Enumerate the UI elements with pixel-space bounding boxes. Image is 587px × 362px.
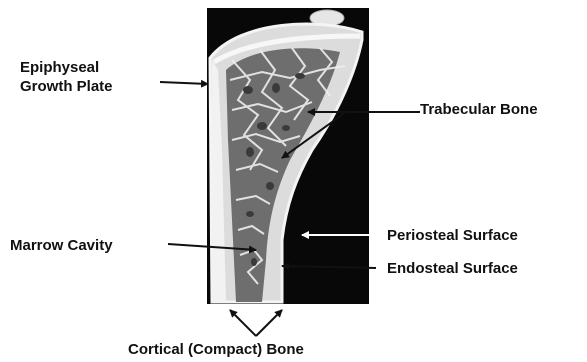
label-periosteal-surface: Periosteal Surface: [387, 226, 518, 245]
arrow-epiphyseal: [160, 82, 208, 84]
arrow-cortical-left: [230, 310, 256, 336]
label-marrow-cavity: Marrow Cavity: [10, 236, 113, 255]
arrow-cortical-right: [256, 310, 282, 336]
label-epiphyseal-line1: Epiphyseal: [20, 58, 113, 77]
label-epiphyseal-line2: Growth Plate: [20, 77, 113, 96]
label-cortical-bone: Cortical (Compact) Bone: [128, 340, 304, 359]
label-trabecular-bone: Trabecular Bone: [420, 100, 538, 119]
label-epiphyseal-growth-plate: Epiphyseal Growth Plate: [20, 58, 113, 96]
label-endosteal-surface: Endosteal Surface: [387, 259, 518, 278]
